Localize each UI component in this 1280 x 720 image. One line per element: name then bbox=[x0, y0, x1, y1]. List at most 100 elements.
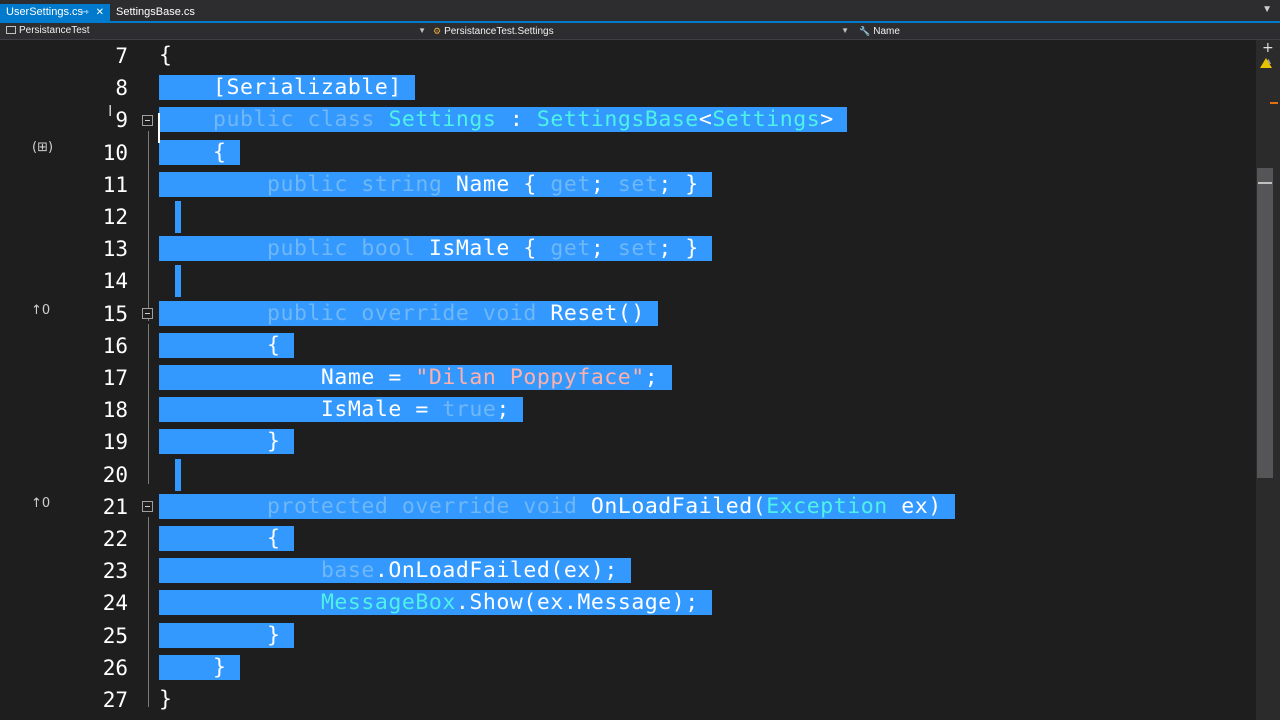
line-number: 9 bbox=[115, 108, 128, 133]
tab-settingsbase[interactable]: SettingsBase.cs bbox=[110, 4, 195, 21]
code-line[interactable]: 22 { bbox=[0, 523, 1256, 555]
code-text: } bbox=[159, 622, 294, 648]
mouse-cursor-icon: I bbox=[108, 102, 113, 120]
code-text: IsMale = true; bbox=[159, 397, 524, 423]
attribute-marker-icon[interactable]: (⊞) bbox=[32, 140, 54, 155]
code-text bbox=[175, 458, 181, 491]
override-count: 0 bbox=[41, 303, 51, 318]
line-number: 22 bbox=[102, 527, 128, 551]
project-dropdown-value: PersistanceTest bbox=[19, 25, 90, 36]
code-text: } bbox=[159, 429, 294, 455]
scroll-marker bbox=[1270, 102, 1278, 104]
code-line[interactable]: 15 public override void Reset() bbox=[0, 298, 1256, 330]
code-text: base.OnLoadFailed(ex); bbox=[159, 555, 632, 587]
member-dropdown-value: Name bbox=[873, 26, 900, 37]
code-text: { bbox=[159, 43, 173, 68]
navigation-bar: PersistanceTest ▼ ⚙PersistanceTest.Setti… bbox=[0, 23, 1280, 40]
property-icon: 🔧 bbox=[859, 26, 871, 36]
collapse-toggle-class[interactable] bbox=[142, 115, 153, 126]
outline-line bbox=[148, 131, 149, 321]
project-dropdown[interactable]: PersistanceTest ▼ bbox=[6, 23, 426, 39]
line-number: 7 bbox=[115, 44, 128, 68]
chevron-down-icon: ▼ bbox=[841, 26, 849, 35]
code-text: } bbox=[159, 654, 240, 680]
arrow-up-icon: ↑ bbox=[31, 303, 42, 318]
collapse-toggle-onloadfailed[interactable] bbox=[142, 501, 153, 512]
collapse-toggle-reset[interactable] bbox=[142, 308, 153, 319]
close-icon[interactable]: ✕ bbox=[95, 7, 104, 18]
override-marker[interactable]: ↑0 bbox=[31, 303, 50, 318]
code-line[interactable]: 18 IsMale = true; bbox=[0, 394, 1256, 426]
type-dropdown-value: PersistanceTest.Settings bbox=[444, 26, 554, 37]
code-text: MessageBox.Show(ex.Message); bbox=[159, 587, 713, 619]
member-dropdown[interactable]: 🔧Name bbox=[859, 23, 1259, 39]
tab-overflow-icon[interactable]: ▼ bbox=[1262, 4, 1272, 15]
code-text: public string Name { get; set; } bbox=[159, 169, 713, 201]
code-line[interactable]: 24 MessageBox.Show(ex.Message); bbox=[0, 587, 1256, 619]
code-line[interactable]: 16 { bbox=[0, 330, 1256, 362]
scroll-marker bbox=[1258, 182, 1272, 184]
scrollbar-thumb[interactable] bbox=[1257, 168, 1273, 478]
split-plus-icon[interactable]: + bbox=[1262, 40, 1274, 56]
line-number: 13 bbox=[102, 237, 128, 262]
code-line[interactable]: 20 bbox=[0, 458, 1256, 491]
text-caret bbox=[158, 113, 160, 143]
code-text: { bbox=[159, 332, 294, 358]
code-line[interactable]: 10 { bbox=[0, 137, 1256, 169]
line-number: 10 bbox=[102, 140, 128, 165]
project-icon bbox=[6, 26, 16, 34]
line-number: 26 bbox=[102, 655, 128, 680]
code-text: public bool IsMale { get; set; } bbox=[159, 233, 713, 265]
code-line[interactable]: 26 } bbox=[0, 652, 1256, 684]
tab-label: UserSettings.cs bbox=[6, 6, 84, 18]
code-line[interactable]: 9 public class Settings : SettingsBase<S… bbox=[0, 104, 1256, 136]
line-number: 16 bbox=[102, 333, 128, 358]
code-editor[interactable]: (⊞) ↑0 ↑0 I 7{8 [Serializable] 9 public … bbox=[0, 40, 1256, 720]
pin-icon[interactable]: ⇾ bbox=[80, 7, 89, 18]
line-number: 12 bbox=[102, 205, 128, 229]
code-line[interactable]: 14 bbox=[0, 265, 1256, 298]
line-number: 14 bbox=[102, 269, 128, 294]
tab-label: SettingsBase.cs bbox=[116, 6, 195, 18]
code-line[interactable]: 25 } bbox=[0, 620, 1256, 652]
override-count: 0 bbox=[41, 496, 51, 511]
code-line[interactable]: 21 protected override void OnLoadFailed(… bbox=[0, 491, 1256, 523]
code-text: public class Settings : SettingsBase<Set… bbox=[159, 104, 848, 136]
tab-accent-line bbox=[0, 21, 1280, 23]
code-line[interactable]: 11 public string Name { get; set; } bbox=[0, 169, 1256, 201]
code-line[interactable]: 27} bbox=[0, 684, 1256, 716]
line-number: 21 bbox=[102, 494, 128, 519]
code-text: [Serializable] bbox=[159, 75, 416, 101]
code-text bbox=[175, 201, 181, 233]
code-text bbox=[175, 265, 181, 298]
tab-usersettings[interactable]: UserSettings.cs ⇾ ✕ bbox=[0, 4, 110, 21]
line-number: 11 bbox=[102, 172, 128, 197]
code-line[interactable]: 12 bbox=[0, 201, 1256, 233]
line-number: 18 bbox=[102, 398, 128, 423]
code-line[interactable]: 19 } bbox=[0, 426, 1256, 458]
document-tab-bar: UserSettings.cs ⇾ ✕ SettingsBase.cs ▼ bbox=[0, 0, 1280, 22]
code-line[interactable]: 17 Name = "Dilan Poppyface"; bbox=[0, 362, 1256, 394]
class-icon: ⚙ bbox=[433, 26, 442, 36]
arrow-up-icon: ↑ bbox=[31, 496, 42, 511]
line-number: 24 bbox=[102, 591, 128, 616]
type-dropdown[interactable]: ⚙PersistanceTest.Settings ▼ bbox=[433, 23, 849, 39]
line-number: 8 bbox=[115, 76, 128, 101]
code-line[interactable]: 23 base.OnLoadFailed(ex); bbox=[0, 555, 1256, 587]
override-marker[interactable]: ↑0 bbox=[31, 496, 50, 511]
code-text: { bbox=[159, 139, 240, 165]
chevron-down-icon: ▼ bbox=[418, 26, 426, 35]
line-number: 15 bbox=[102, 301, 128, 326]
code-line[interactable]: 13 public bool IsMale { get; set; } bbox=[0, 233, 1256, 265]
code-text: } bbox=[159, 687, 173, 712]
code-text: Name = "Dilan Poppyface"; bbox=[159, 365, 672, 390]
line-number: 17 bbox=[102, 366, 128, 390]
vertical-scrollbar[interactable]: + ▲ bbox=[1256, 40, 1280, 720]
code-text: { bbox=[159, 526, 294, 551]
outline-line bbox=[148, 324, 149, 484]
line-number: 27 bbox=[102, 688, 128, 712]
code-line[interactable]: 8 [Serializable] bbox=[0, 72, 1256, 104]
code-line[interactable]: 7{ bbox=[0, 40, 1256, 72]
line-number: 20 bbox=[102, 462, 128, 487]
warning-icon bbox=[1260, 58, 1272, 68]
